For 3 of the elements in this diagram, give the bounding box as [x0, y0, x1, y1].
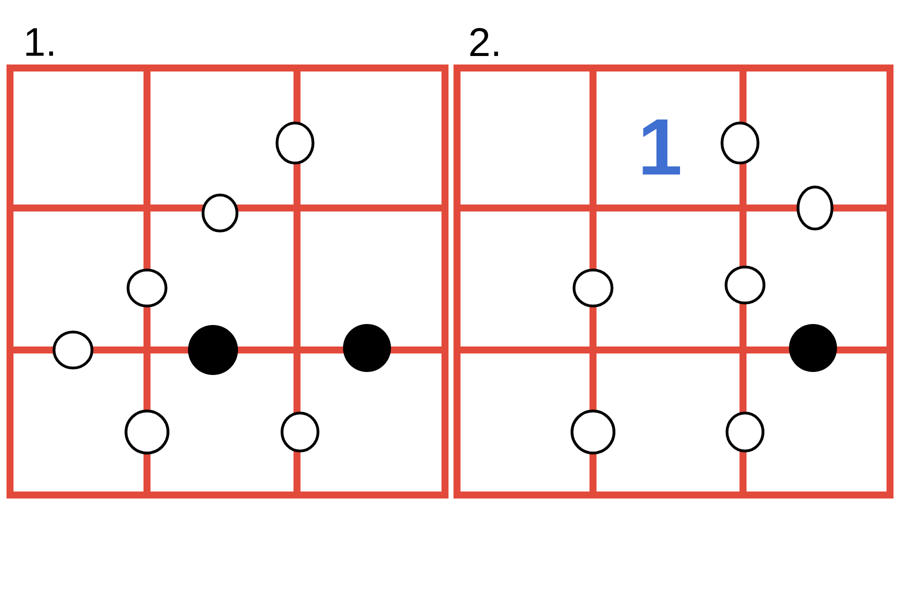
panel-number: 2.	[470, 28, 498, 56]
answer-number: 1	[642, 120, 680, 175]
panel-number: 1.	[26, 28, 54, 56]
